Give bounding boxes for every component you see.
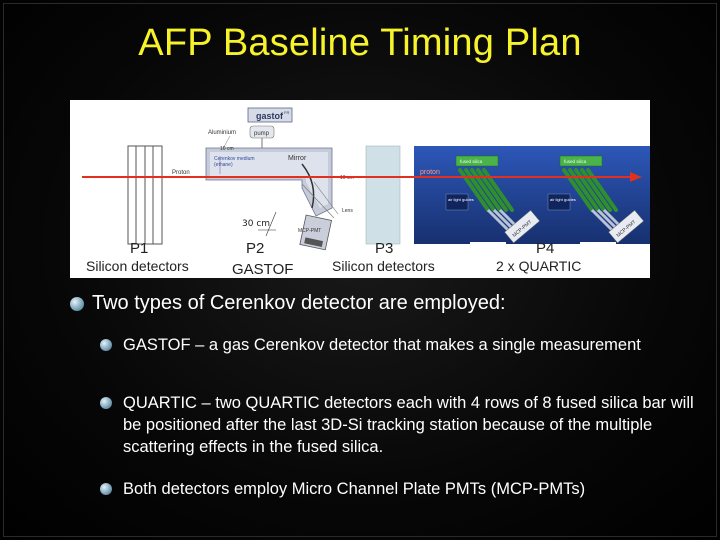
proton-left-label: Proton: [172, 170, 190, 176]
mcp-pmt-gastof-label: MCP-PMT: [298, 228, 321, 234]
gastof-logo: gastof: [256, 111, 284, 121]
gastof-logo-sup: FR: [284, 110, 289, 115]
p1-silicon-detector: [127, 145, 163, 245]
slide-frame: [3, 3, 717, 537]
aluminium-label: Aluminium: [208, 130, 236, 136]
cerenkov-medium-sub: (ethane): [214, 162, 233, 168]
pump-label: pump: [254, 131, 270, 137]
air-light-guides-1-label: air light guides: [448, 197, 474, 202]
gastof-detector: gastof FR Aluminium pump Cerenkov medium…: [172, 107, 354, 251]
dim-10cm-top: 10 cm: [220, 146, 234, 152]
p3-silicon-detector: [365, 145, 401, 245]
mirror-label: Mirror: [288, 155, 307, 162]
p4-label: P4: [536, 240, 554, 257]
quartic-panel: proton fused silica air light gu: [414, 146, 650, 246]
fused-silica-2-label: fused silica: [564, 159, 587, 164]
p2-desc: GASTOF: [232, 261, 293, 278]
proton-right-label: proton: [420, 169, 440, 176]
bullet-icon: [100, 339, 112, 351]
main-bullet-text: Two types of Cerenkov detector are emplo…: [92, 292, 506, 314]
air-light-guides-2-label: air light guides: [550, 197, 576, 202]
proton-beam: [82, 172, 642, 182]
p4-desc: 2 x QUARTIC: [496, 258, 581, 274]
fused-silica-1-label: fused silica: [460, 159, 483, 164]
detector-diagram: gastof FR Aluminium pump Cerenkov medium…: [70, 100, 650, 278]
p1-label: P1: [130, 240, 148, 257]
bullet-icon: [100, 397, 112, 409]
dim-30cm-label: 30 cm: [242, 219, 270, 229]
p2-label: P2: [246, 240, 264, 257]
sub-bullet-text: GASTOF – a gas Cerenkov detector that ma…: [123, 336, 641, 354]
sub-bullet-text: QUARTIC – two QUARTIC detectors each wit…: [123, 394, 694, 456]
cerenkov-medium-label: Cerenkov medium: [214, 156, 255, 162]
p3-desc: Silicon detectors: [332, 258, 435, 274]
p3-label: P3: [375, 240, 393, 257]
slide-title: AFP Baseline Timing Plan: [138, 22, 582, 64]
detector-diagram-svg: gastof FR Aluminium pump Cerenkov medium…: [82, 107, 650, 278]
sub-bullet-text: Both detectors employ Micro Channel Plat…: [123, 480, 586, 498]
p1-desc: Silicon detectors: [86, 258, 189, 274]
lens-label: Lens: [342, 208, 353, 214]
bullet-icon: [70, 297, 84, 311]
bullet-icon: [100, 483, 112, 495]
